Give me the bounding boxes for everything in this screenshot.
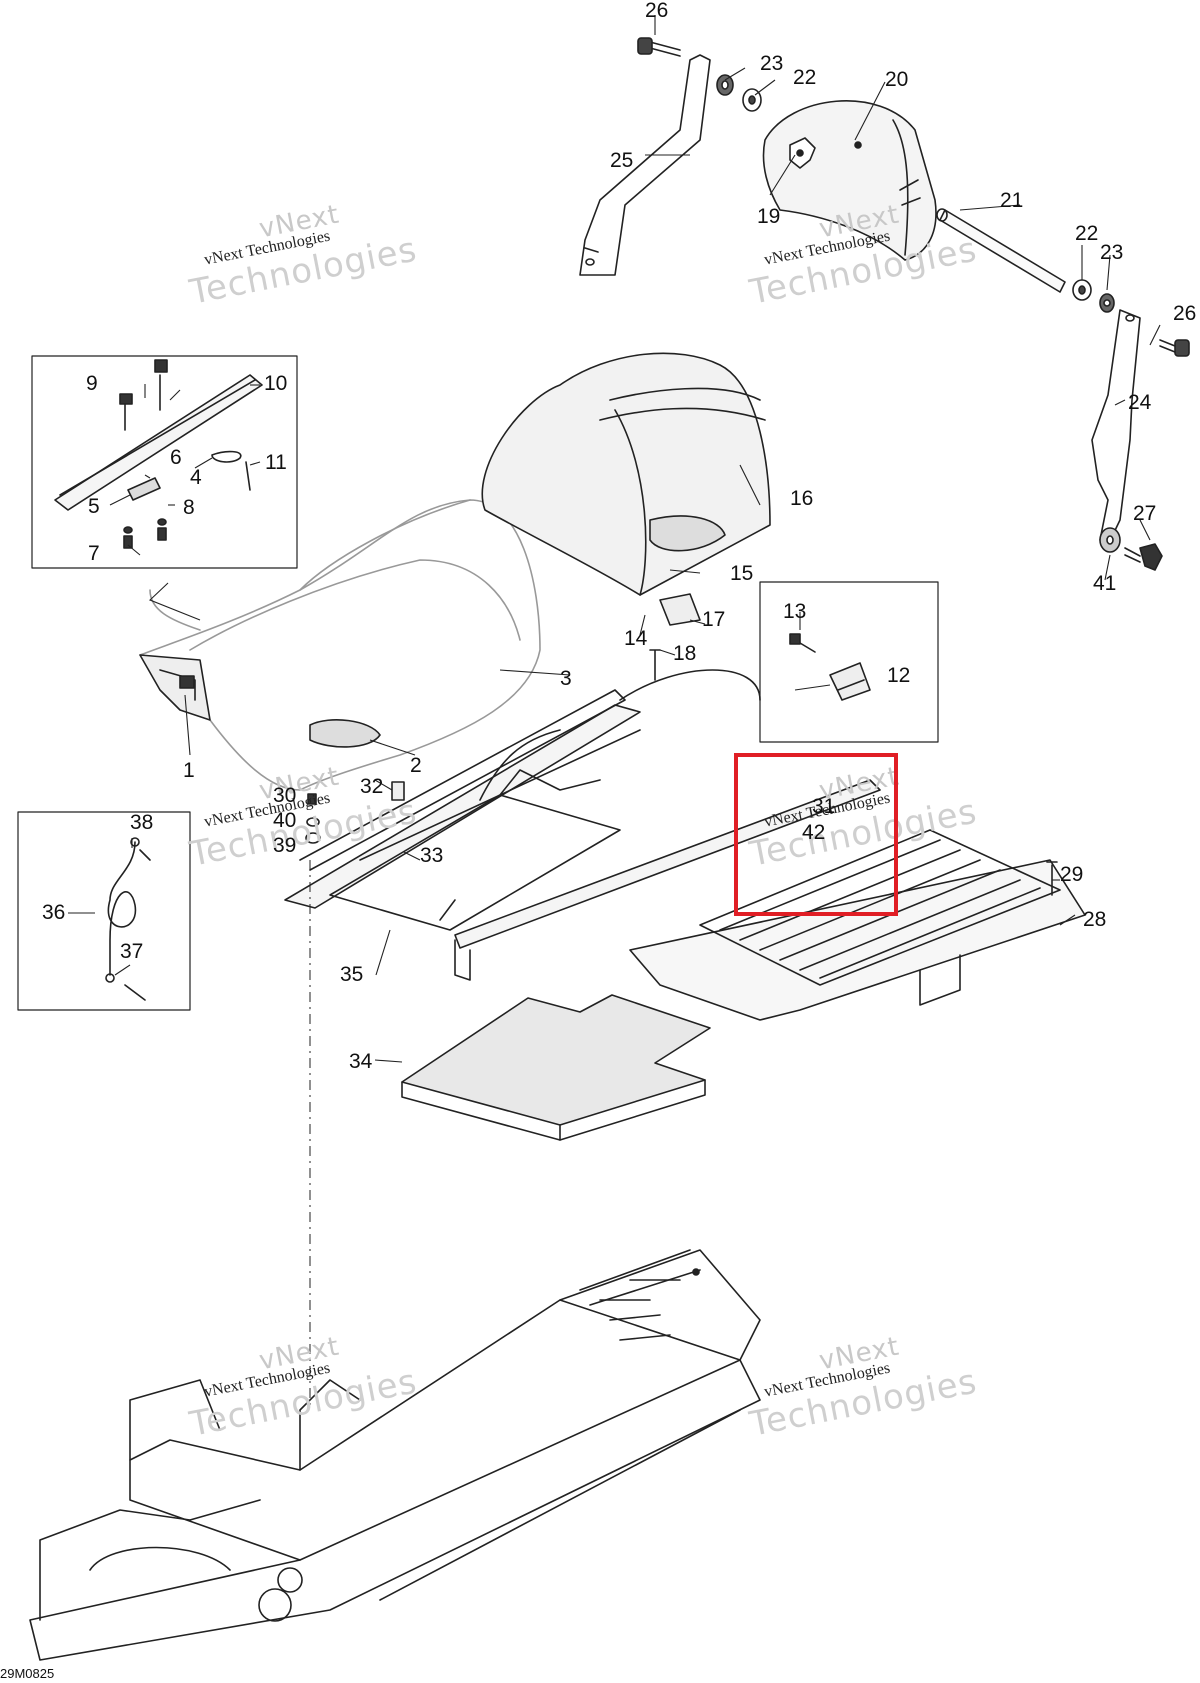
storage-frame [284,669,881,981]
callout-25: 25 [610,149,634,172]
callout-27: 27 [1133,502,1157,525]
hinge-assembly [54,359,263,549]
callout-2: 2 [410,754,422,777]
callout-21: 21 [1000,189,1024,212]
callout-26-top: 26 [645,0,669,22]
callout-1: 1 [183,759,195,782]
screw-13 [789,633,816,653]
rivet-18 [649,649,661,681]
rivet-32 [391,781,405,801]
callout-34: 34 [349,1050,373,1073]
washer-23-left [716,74,734,96]
callout-8: 8 [183,496,195,519]
callout-36: 36 [42,901,66,924]
callout-19: 19 [757,205,781,228]
callout-11: 11 [265,451,287,474]
knob-27 [1124,543,1163,571]
callout-17: 17 [702,608,726,631]
washer-23-right [1099,293,1115,313]
callout-26-right: 26 [1173,302,1197,325]
callout-41: 41 [1093,572,1117,595]
washer-22-right [1072,279,1092,301]
callout-15: 15 [730,562,754,585]
backrest-bracket-left [579,54,711,276]
callout-30: 30 [273,784,297,807]
figure-code: 29M0825 [0,1666,55,1681]
foam-pad-34 [401,994,711,1141]
callout-14: 14 [624,627,648,650]
callout-9: 9 [86,372,98,395]
washer-22-left [742,88,762,112]
callout-16: 16 [790,487,814,510]
latch-12 [829,662,871,701]
backrest-cushion [762,100,937,261]
seat-patch-2 [309,719,381,748]
chassis-tunnel [29,1249,761,1661]
tether-cable [105,837,151,1001]
bracket-17 [659,593,701,626]
callout-22-right: 22 [1075,222,1099,245]
inset-box-latch [759,581,939,743]
callout-32: 32 [360,775,384,798]
callout-29: 29 [1060,863,1084,886]
backrest-rod [936,208,1066,293]
inset-box-hinge [31,355,298,569]
callout-6: 6 [170,446,182,469]
washer-41 [1099,527,1121,553]
storage-cushion [481,352,771,596]
callout-38: 38 [130,811,154,834]
callout-42: 42 [802,821,826,844]
callout-39: 39 [273,834,297,857]
callout-22-top: 22 [793,66,817,89]
callout-35: 35 [340,963,364,986]
callout-13: 13 [783,600,807,623]
callout-10: 10 [264,372,288,395]
callout-24: 24 [1128,391,1152,414]
storage-tray [629,829,1086,1021]
callout-31: 31 [812,795,836,818]
seat-cushion [139,499,541,791]
bolt-26-left [637,37,681,57]
seat-front-1 [139,654,211,721]
callout-18: 18 [673,642,697,665]
callout-40: 40 [273,809,297,832]
callout-5: 5 [88,495,100,518]
callout-3: 3 [560,667,572,690]
callout-20: 20 [885,68,909,91]
callout-23-top: 23 [760,52,784,75]
callout-4: 4 [190,466,202,489]
callout-28: 28 [1083,908,1107,931]
leader-lines [68,15,1161,1063]
callout-37: 37 [120,940,144,963]
fasteners-30-39-40 [305,793,321,844]
callout-7: 7 [88,542,100,565]
callout-33: 33 [420,844,444,867]
callout-12: 12 [887,664,911,687]
bolt-26-right [1159,339,1190,357]
callout-23-right: 23 [1100,241,1124,264]
highlight-box [734,753,898,916]
inset-box-tether [17,811,191,1011]
